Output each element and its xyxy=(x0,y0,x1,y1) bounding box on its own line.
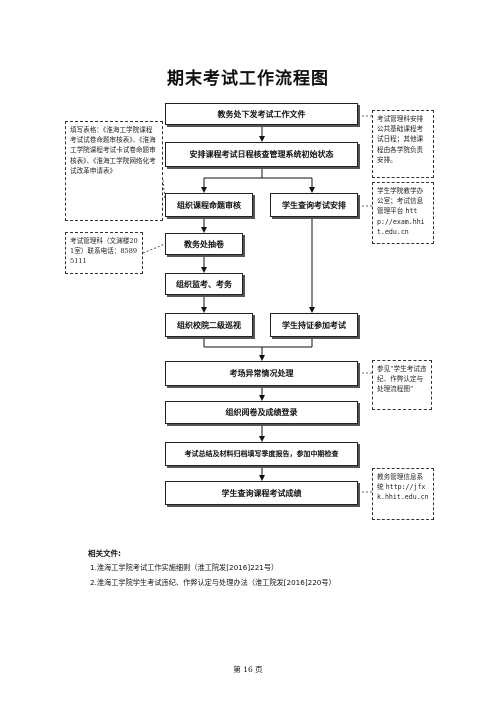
node-organize-proposition-review: 组织课程命题审核 xyxy=(165,193,253,217)
node-student-query-schedule: 学生查询考试安排 xyxy=(270,193,358,217)
note-violation-flowchart-reference: 参见“学生考试违纪、作弊认定与处理流程图” xyxy=(372,360,432,410)
note-grade-query-text: 教务管理信息系统 xyxy=(377,473,424,492)
grade-system-url[interactable]: http://jfxk.hhit.edu.cn xyxy=(377,483,429,502)
note-exam-office-contact: 考试管理科（文渊楼201室）联系电话：85895111 xyxy=(65,232,143,274)
exam-platform-url[interactable]: http://exam.hhit.edu.cn xyxy=(377,207,425,236)
node-summary-and-archiving: 考试总结及材料归档填写季度报告，参加中期检查 xyxy=(165,442,358,466)
note-query-platform: 学生学院教学办公室；考试信息管理平台 http://exam.hhit.edu.… xyxy=(372,182,434,244)
node-academic-office-sampling: 教务处抽卷 xyxy=(165,233,243,255)
note-grade-query-system: 教务管理信息系统 http://jfxk.hhit.edu.cn xyxy=(372,468,434,520)
note-schedule-arrangement: 考试管理科安排公共基础课程考试日程；其他课程由各学院负责安排。 xyxy=(372,110,434,178)
node-student-attend-exam: 学生持证参加考试 xyxy=(270,313,358,337)
related-document-1: 1.淮海工学院考试工作实施细则（淮工院发[2016]221号） xyxy=(90,563,279,572)
page-number: 第 16 页 xyxy=(233,665,263,674)
node-organize-invigilation: 组织监考、考务 xyxy=(165,273,243,295)
note-query-platform-text: 学生学院教学办公室；考试信息管理平台 xyxy=(377,187,424,216)
node-grading-and-score-entry: 组织阅卷及成绩登录 xyxy=(165,401,358,424)
dash-left1-n3 xyxy=(162,179,166,201)
dash-left2-n5 xyxy=(142,243,166,254)
related-documents-heading: 相关文件: xyxy=(88,549,121,558)
related-document-2: 2.淮海工学院学生考试违纪、作弊认定与处理办法（淮工院发[2016]220号） xyxy=(90,578,336,587)
node-issue-exam-documents: 教务处下发考试工作文件 xyxy=(165,103,358,125)
note-forms-to-fill: 填写表格：《淮海工学院课程考试试卷命题审核表》、《淮海工学院课程考试卡试卷命题审… xyxy=(65,121,163,221)
node-arrange-exam-schedule: 安排课程考试日程核查管理系统初始状态 xyxy=(165,142,358,167)
node-exam-anomaly-handling: 考场异常情况处理 xyxy=(165,361,358,386)
node-two-level-inspection: 组织校院二级巡视 xyxy=(165,313,253,337)
node-student-query-grades: 学生查询课程考试成绩 xyxy=(165,481,358,505)
page-title: 期末考试工作流程图 xyxy=(167,69,329,89)
